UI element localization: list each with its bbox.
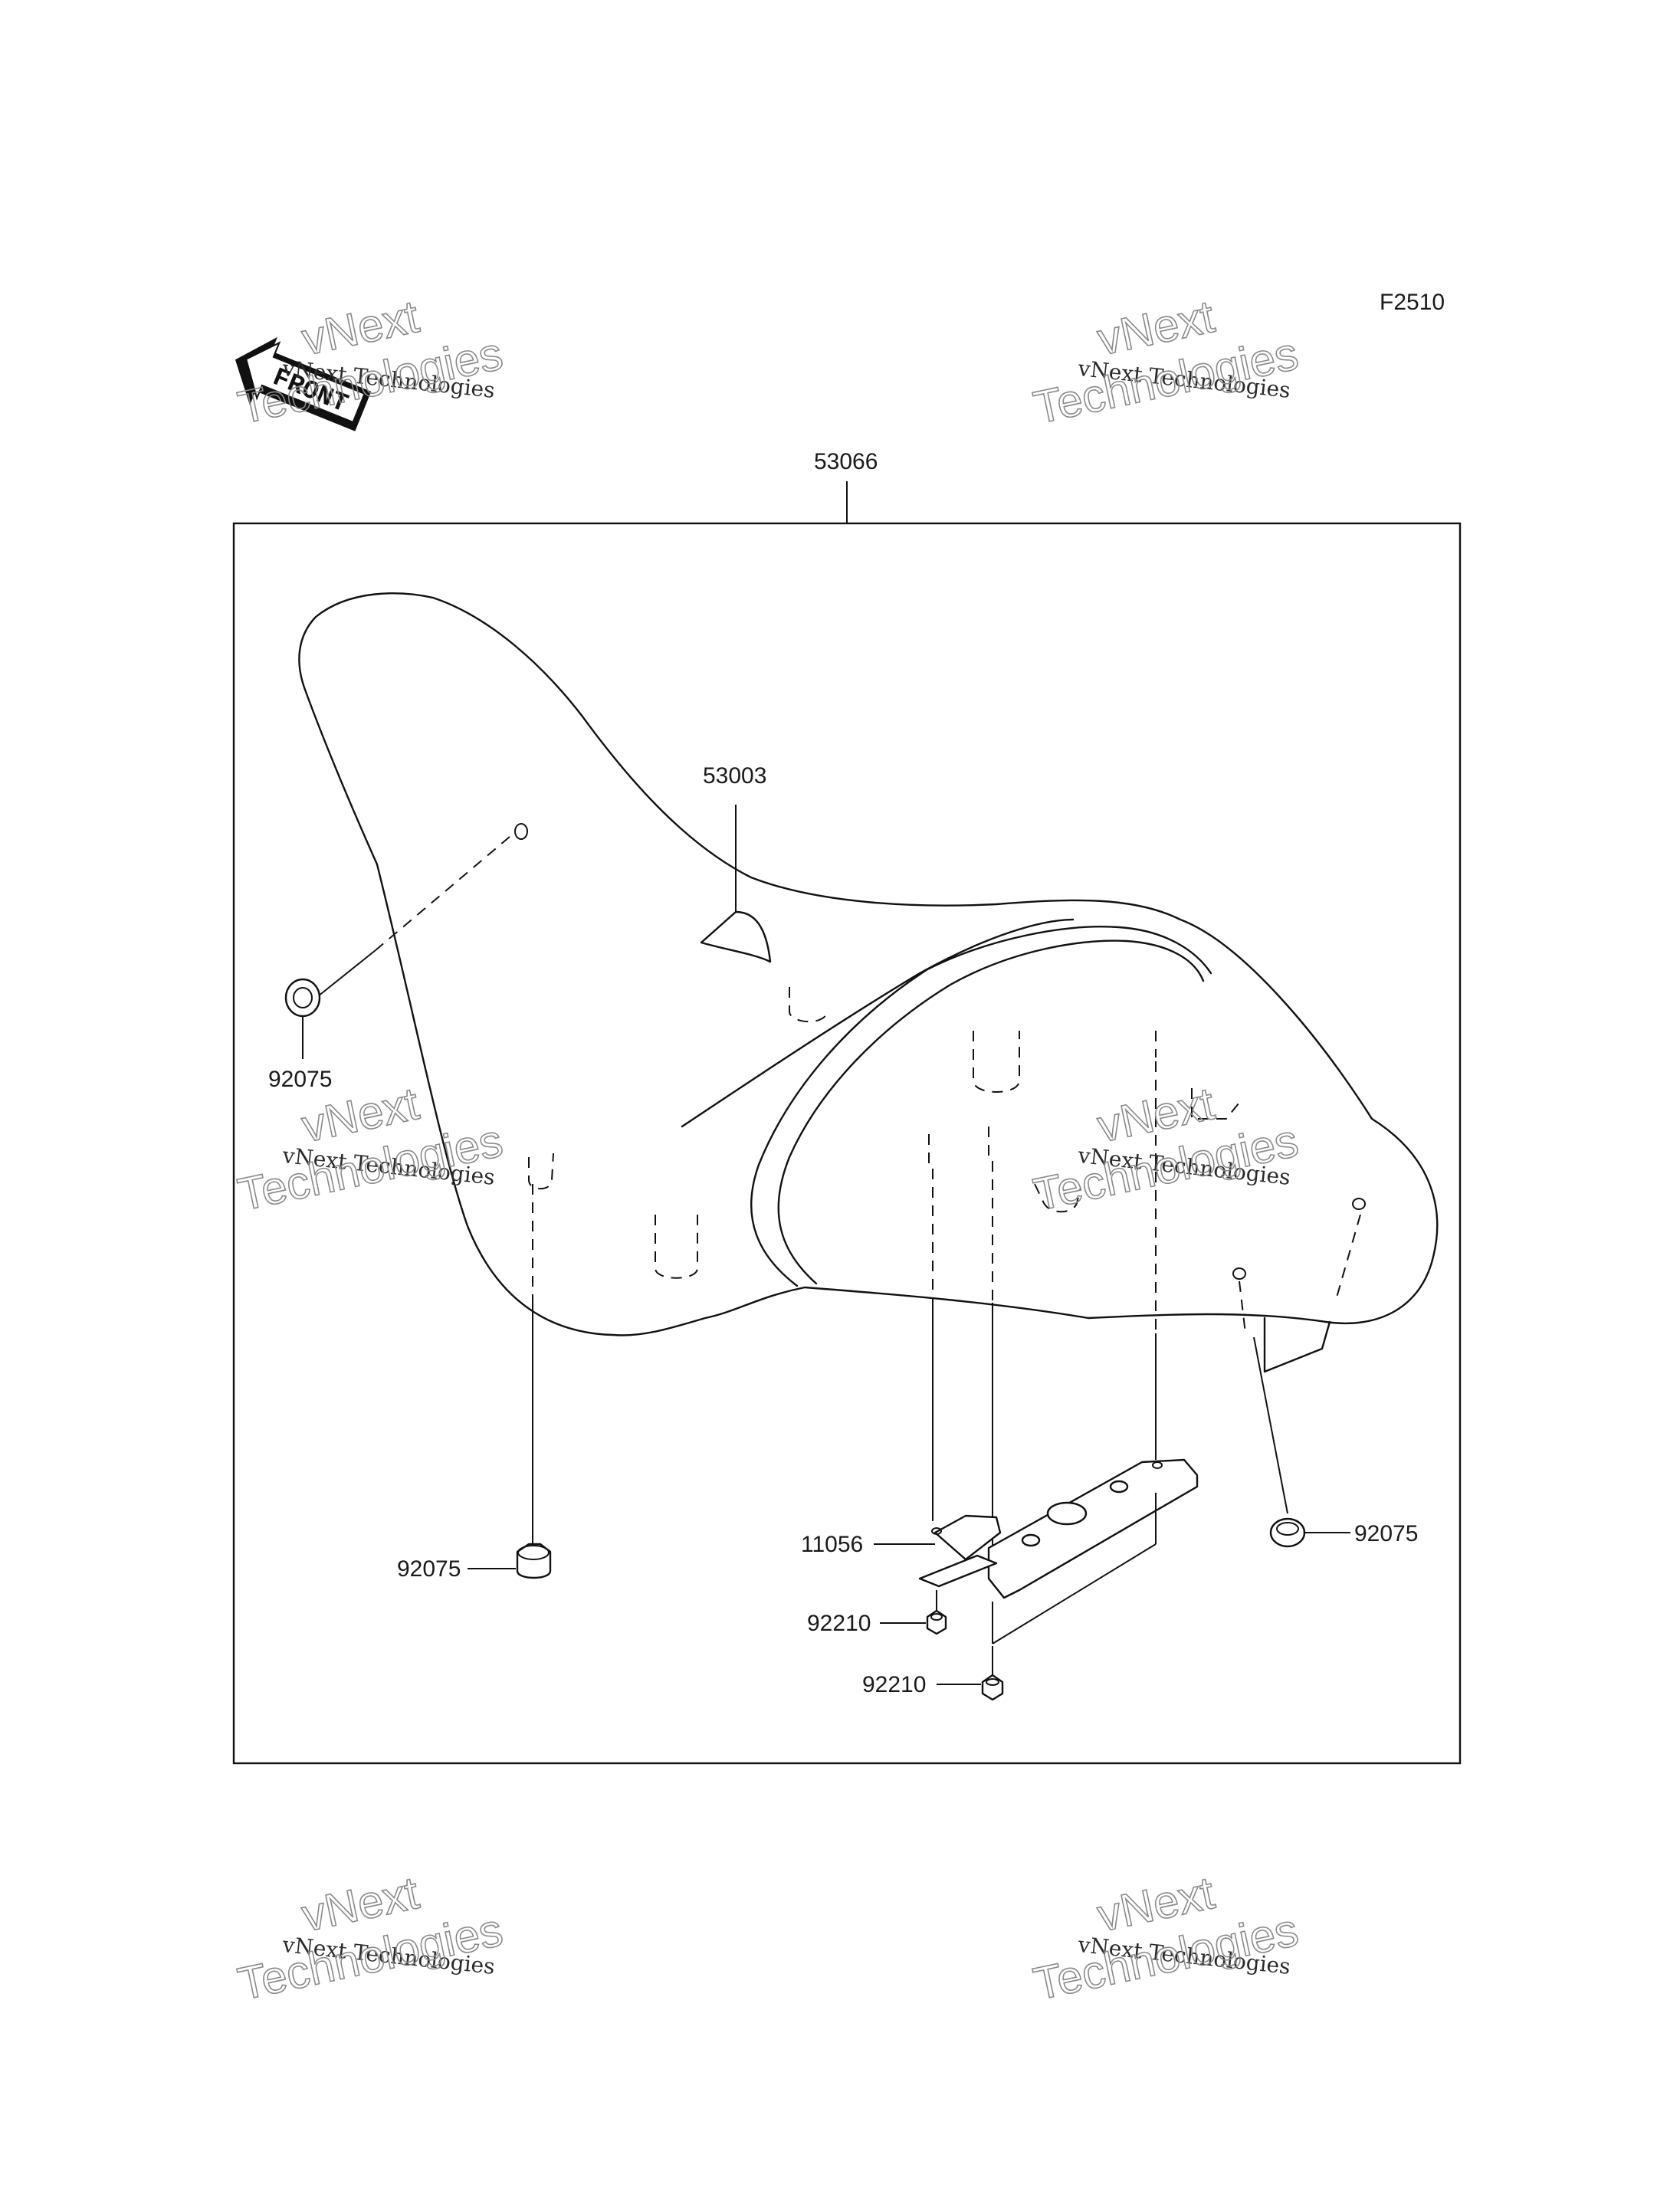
label-92075-lower-left: 92075: [397, 1556, 461, 1582]
label-53066: 53066: [814, 449, 878, 474]
damper-upper-left-icon: [284, 836, 510, 1059]
label-92075-right: 92075: [1354, 1521, 1418, 1546]
watermark-3: vNext vNext Technologies Technologies: [233, 1077, 507, 1221]
watermark-4: vNext vNext Technologies Technologies: [1029, 1077, 1303, 1221]
watermark-6: vNext vNext Technologies Technologies: [1029, 1866, 1303, 2010]
nut-upper-icon: [880, 1590, 947, 1635]
damper-lower-left-icon: [468, 1184, 552, 1579]
label-92210-lower: 92210: [862, 1672, 926, 1697]
bracket-icon: [874, 1061, 1199, 1644]
seat-drawing: [298, 592, 1439, 1373]
diagram-code: F2510: [1380, 290, 1445, 315]
label-11056: 11056: [801, 1532, 863, 1557]
watermark-2: vNext vNext Technologies Technologies: [1029, 290, 1303, 434]
damper-right-icon: [1239, 1214, 1361, 1548]
label-53003: 53003: [703, 763, 766, 789]
label-92210-upper: 92210: [807, 1611, 871, 1636]
nut-lower-icon: [937, 1646, 1004, 1701]
watermark-5: vNext vNext Technologies Technologies: [233, 1866, 507, 2010]
label-92075-upper-left: 92075: [268, 1067, 332, 1092]
